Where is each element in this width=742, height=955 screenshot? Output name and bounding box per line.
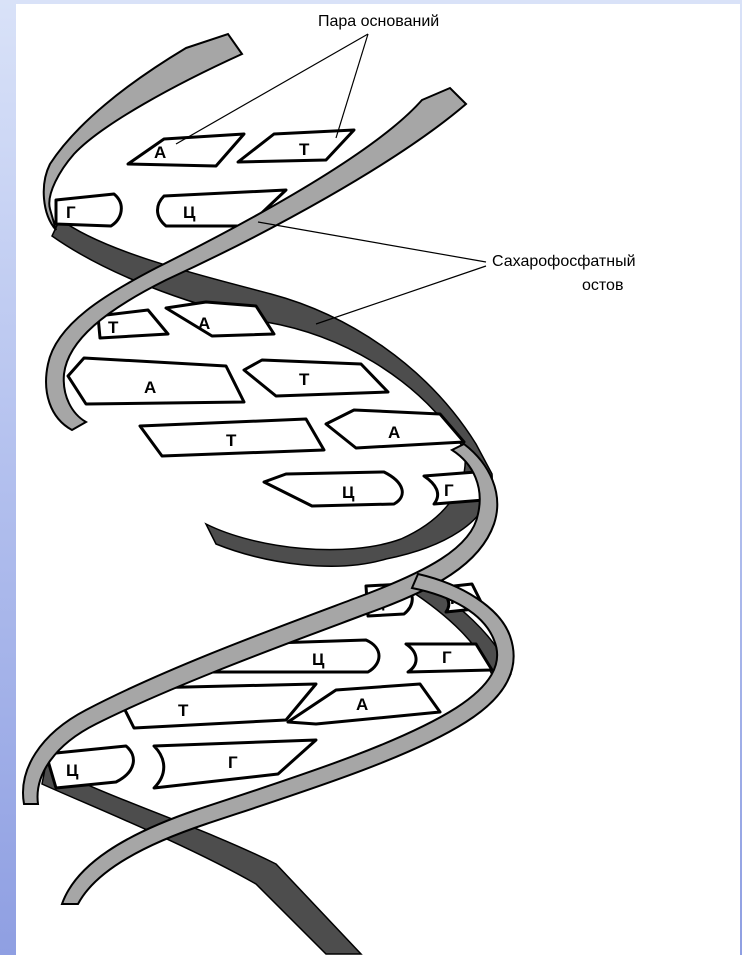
base-letter-g: Г [228,753,238,772]
dna-helix-diagram: А Т Г Ц Т А А Т Т А [16,4,740,955]
callout-label-backbone-line1: Сахарофосфатный [492,253,636,270]
base-letter-a: А [154,143,166,162]
callout-label-backbone-line2: остов [582,277,623,294]
base-letter-c: Ц [66,761,79,780]
leader-line-backbone-2 [316,266,486,324]
base-block-c [46,746,133,788]
base-letter-a: А [144,378,156,397]
dark-strand-segment-2 [42,764,361,954]
base-letter-t: Т [299,140,310,159]
base-letter-t: Т [108,318,119,337]
base-letter-t: Т [226,431,237,450]
base-block-c [264,472,402,506]
base-pair-5: Т А [140,410,464,456]
base-letter-c: Ц [183,203,196,222]
base-letter-c: Ц [342,483,355,502]
base-pair-10: Ц Г [46,740,316,788]
dna-diagram-canvas: А Т Г Ц Т А А Т Т А [16,4,740,955]
base-letter-a: А [388,423,400,442]
base-pair-4: А Т [68,358,388,404]
base-block-a [166,302,274,336]
base-letter-c: Ц [312,650,325,669]
base-letter-g: Г [66,203,76,222]
base-letter-t: Т [299,370,310,389]
leader-line-backbone-1 [258,222,486,262]
base-block-t [244,360,388,396]
base-letter-a: А [198,314,210,333]
base-letter-g: Г [444,481,454,500]
base-pair-6: Ц Г [264,472,484,506]
base-pair-1: А Т [128,130,354,166]
base-letter-g: Г [442,648,452,667]
base-pair-3: Т А [98,302,274,338]
callout-label-base-pairs: Пара оснований [318,13,439,30]
base-letter-a: А [356,695,368,714]
base-letter-t: Т [178,701,189,720]
